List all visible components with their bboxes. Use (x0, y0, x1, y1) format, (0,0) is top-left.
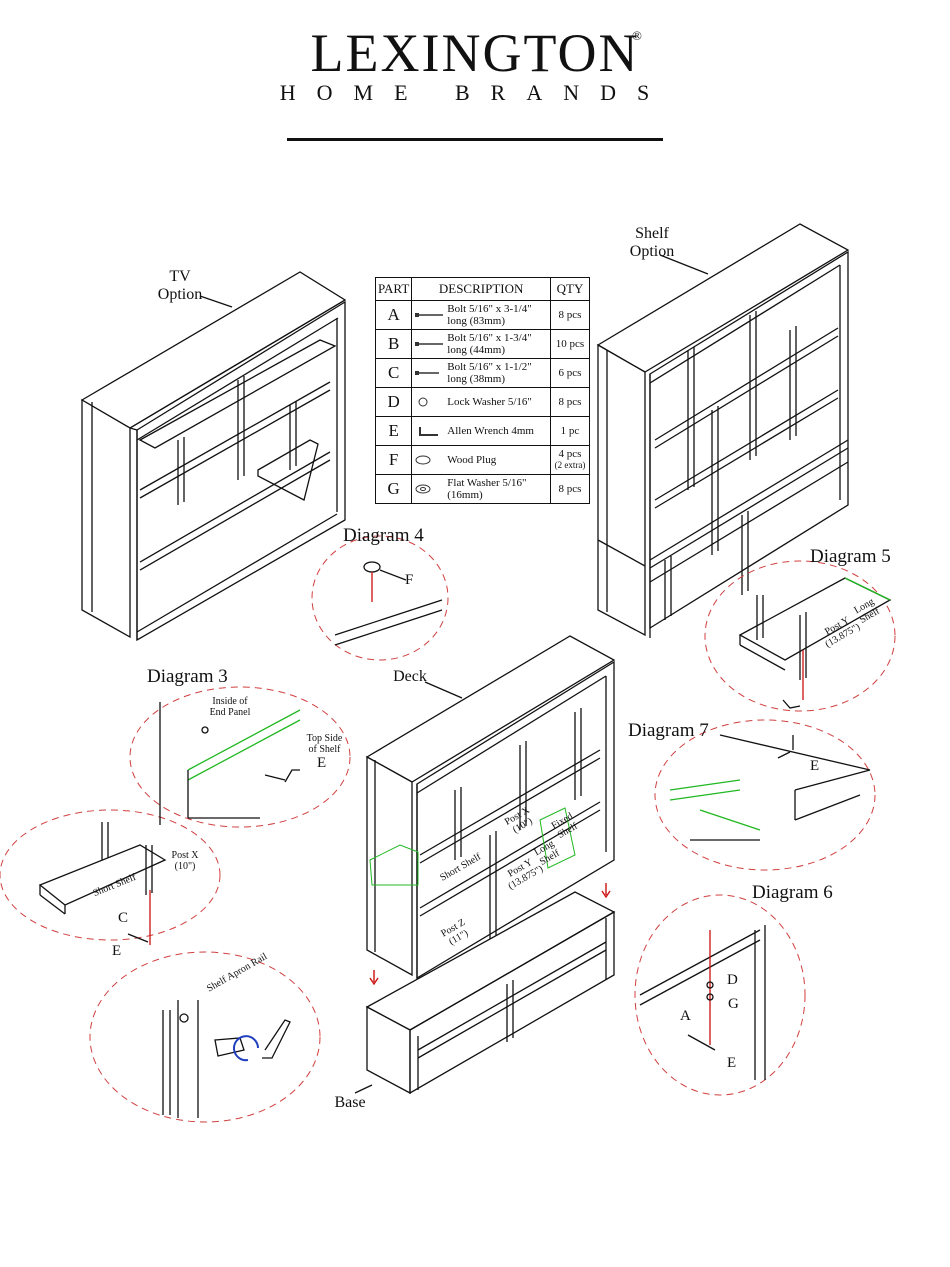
diagram-7-title: Diagram 7 (628, 720, 709, 741)
flat-washer-icon (415, 484, 431, 494)
tv-option-cabinet (80, 271, 347, 642)
diagram-5-title: Diagram 5 (810, 546, 891, 567)
shelf-option-cabinet (596, 223, 850, 638)
part-qty: 8 pcs (550, 387, 590, 417)
tv-option-leader (199, 295, 233, 308)
diagram-4-detail (334, 561, 443, 646)
part-description: Bolt 5/16" x 1-3/4" long (44mm) (447, 332, 532, 356)
part-description-cell: Allen Wrench 4mm (411, 416, 551, 446)
green-fixed-shelf-highlight (539, 807, 576, 869)
table-row: A Bolt 5/16" x 3-1/4" long (83mm) 8 pcs (374, 300, 590, 330)
header-part: PART (374, 277, 413, 301)
part-qty: 8 pcs (550, 300, 590, 330)
diagram-6-title: Diagram 6 (752, 882, 833, 903)
part-letter: D (374, 387, 413, 417)
table-row: F Wood Plug 4 pcs (2 extra) (374, 445, 590, 475)
post-x-label-detail: Post X (10") (171, 850, 199, 872)
registered-mark: ® (632, 28, 642, 43)
part-description: Flat Washer 5/16" (16mm) (447, 477, 527, 501)
part-description: Bolt 5/16" x 1-1/2" long (38mm) (447, 361, 532, 385)
table-row: D Lock Washer 5/16" 8 pcs (374, 387, 590, 417)
shelf-option-leader (659, 254, 709, 275)
base-leader (354, 1084, 373, 1094)
callout-g: G (728, 996, 739, 1012)
allen-wrench-icon (419, 427, 439, 436)
medium-bolt-icon (415, 342, 444, 346)
red-down-arrows (369, 883, 611, 986)
table-row: C Bolt 5/16" x 1-1/2" long (38mm) 6 pcs (374, 358, 590, 388)
long-bolt-icon (415, 313, 444, 317)
part-letter: B (374, 329, 413, 359)
deck-label: Deck (393, 668, 427, 685)
inside-end-panel-label: Inside of End Panel (209, 696, 251, 718)
deck-cabinet (365, 635, 616, 980)
part-qty: 4 pcs (558, 448, 582, 460)
diagram-6-detail (639, 925, 766, 1080)
callout-d: D (727, 972, 738, 988)
brand-subtitle: HOME BRANDS (279, 80, 671, 105)
lock-washer-icon (418, 397, 428, 407)
part-description: Lock Washer 5/16" (447, 396, 532, 408)
top-side-shelf-label: Top Side of Shelf (306, 733, 343, 755)
part-description-cell: Flat Washer 5/16" (16mm) (411, 474, 551, 504)
callout-e-d3: E (317, 755, 327, 771)
base-cabinet (365, 891, 616, 1095)
part-letter: G (374, 474, 413, 504)
part-letter: C (374, 358, 413, 388)
post-x-detail (38, 822, 167, 945)
table-row: B Bolt 5/16" x 1-3/4" long (44mm) 10 pcs (374, 329, 590, 359)
part-qty-cell: 4 pcs (2 extra) (550, 445, 590, 475)
part-qty-note: (2 extra) (554, 460, 586, 470)
green-shelf-highlight (369, 844, 419, 886)
part-qty: 10 pcs (550, 329, 590, 359)
part-qty: 1 pc (550, 416, 590, 446)
diagram-5-detail (738, 577, 892, 709)
diagram-3-detail (159, 702, 301, 825)
base-label: Base (334, 1094, 366, 1111)
tv-option-label: TV Option (157, 268, 203, 303)
part-description: Allen Wrench 4mm (447, 425, 534, 437)
parts-table: PART DESCRIPTION QTY A Bolt 5/16" x 3-1/… (374, 277, 590, 504)
callout-a: A (680, 1008, 691, 1024)
callout-f: F (405, 572, 414, 588)
part-qty: 8 pcs (550, 474, 590, 504)
callout-e-postx: E (112, 943, 122, 959)
diagram-4-title: Diagram 4 (343, 525, 424, 546)
part-letter: A (374, 300, 413, 330)
part-description-cell: Bolt 5/16" x 1-1/2" long (38mm) (411, 358, 551, 388)
short-bolt-icon (415, 371, 440, 375)
deck-leader (424, 681, 463, 699)
diagram-7-detail (669, 734, 871, 841)
table-row: E Allen Wrench 4mm 1 pc (374, 416, 590, 446)
part-description-cell: Wood Plug (411, 445, 551, 475)
callout-e-d7: E (810, 758, 820, 774)
part-letter: F (374, 445, 413, 475)
parts-table-header: PART DESCRIPTION QTY (374, 277, 590, 301)
part-description-cell: Bolt 5/16" x 1-3/4" long (44mm) (411, 329, 551, 359)
part-description: Bolt 5/16" x 3-1/4" long (83mm) (447, 303, 532, 327)
part-description: Wood Plug (447, 454, 497, 466)
part-description-cell: Lock Washer 5/16" (411, 387, 551, 417)
part-description-cell: Bolt 5/16" x 3-1/4" long (83mm) (411, 300, 551, 330)
brand-logo: LEXINGTON (310, 23, 640, 83)
part-qty: 6 pcs (550, 358, 590, 388)
header-divider (287, 138, 663, 141)
header-description: DESCRIPTION (411, 277, 551, 301)
table-row: G Flat Washer 5/16" (16mm) 8 pcs (374, 474, 590, 504)
diagram-3-title: Diagram 3 (147, 666, 228, 687)
part-letter: E (374, 416, 413, 446)
detail-circles (0, 535, 896, 1123)
wood-plug-icon (415, 455, 431, 465)
header-qty: QTY (550, 277, 590, 301)
apron-rail-detail (162, 1000, 291, 1118)
callout-c: C (118, 910, 129, 926)
shelf-option-label: Shelf Option (629, 225, 675, 260)
callout-e-d6: E (727, 1055, 737, 1071)
